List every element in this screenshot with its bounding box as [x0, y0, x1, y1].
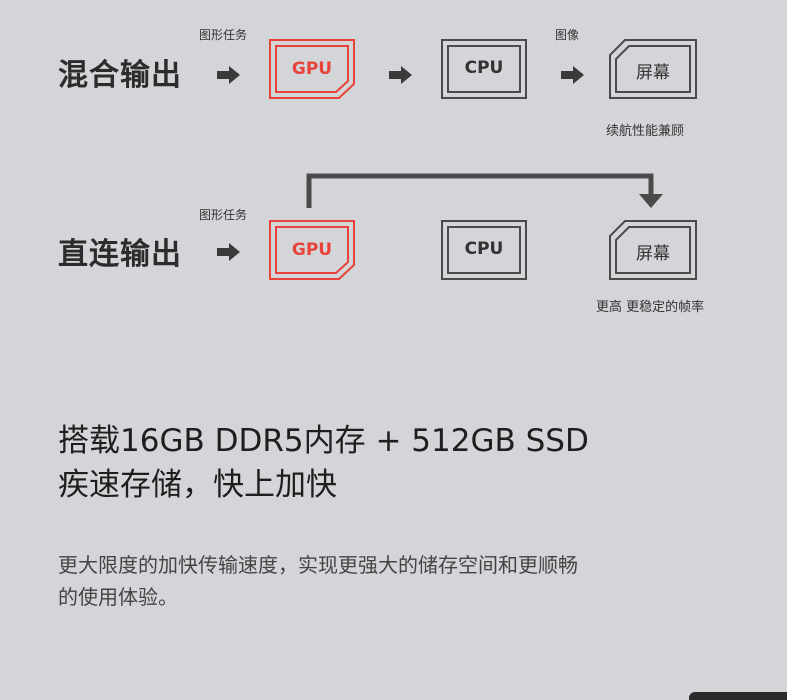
- direct-gpu-chip: GPU: [269, 220, 355, 280]
- hybrid-gpu-chip: GPU: [269, 39, 355, 99]
- direct-caption: 更高 更稳定的帧率: [596, 300, 705, 315]
- feature-headline-line1: 搭载16GB DDR5内存 + 512GB SSD: [58, 423, 589, 459]
- hybrid-output-label: 混合输出: [58, 58, 182, 93]
- arrow-right-icon: [561, 65, 585, 85]
- arrow-right-icon: [217, 65, 241, 85]
- hybrid-task-label: 图形任务: [199, 28, 248, 42]
- hybrid-cpu-chip: CPU: [441, 39, 527, 99]
- arrow-right-icon: [389, 65, 413, 85]
- feature-desc-line2: 的使用体验。: [58, 585, 178, 609]
- corner-tab: [689, 692, 787, 700]
- hybrid-gpu-text: GPU: [291, 59, 333, 79]
- direct-task-label: 图形任务: [199, 208, 248, 222]
- hybrid-image-label: 图像: [555, 28, 580, 42]
- direct-gpu-text: GPU: [291, 240, 333, 260]
- direct-cpu-text: CPU: [464, 239, 504, 259]
- arrow-right-icon: [217, 242, 241, 262]
- feature-desc-line1: 更大限度的加快传输速度，实现更强大的储存空间和更顺畅: [58, 553, 578, 577]
- direct-cpu-chip: CPU: [441, 220, 527, 280]
- bypass-connector: [300, 168, 670, 216]
- hybrid-cpu-text: CPU: [464, 58, 504, 78]
- hybrid-caption: 续航性能兼顾: [606, 124, 685, 139]
- direct-output-label: 直连输出: [58, 237, 182, 272]
- direct-screen-box: 屏幕: [609, 220, 697, 280]
- feature-headline-line2: 疾速存储，快上加快: [58, 467, 337, 503]
- direct-screen-text: 屏幕: [636, 244, 670, 264]
- hybrid-screen-box: 屏幕: [609, 39, 697, 99]
- hybrid-screen-text: 屏幕: [636, 63, 670, 83]
